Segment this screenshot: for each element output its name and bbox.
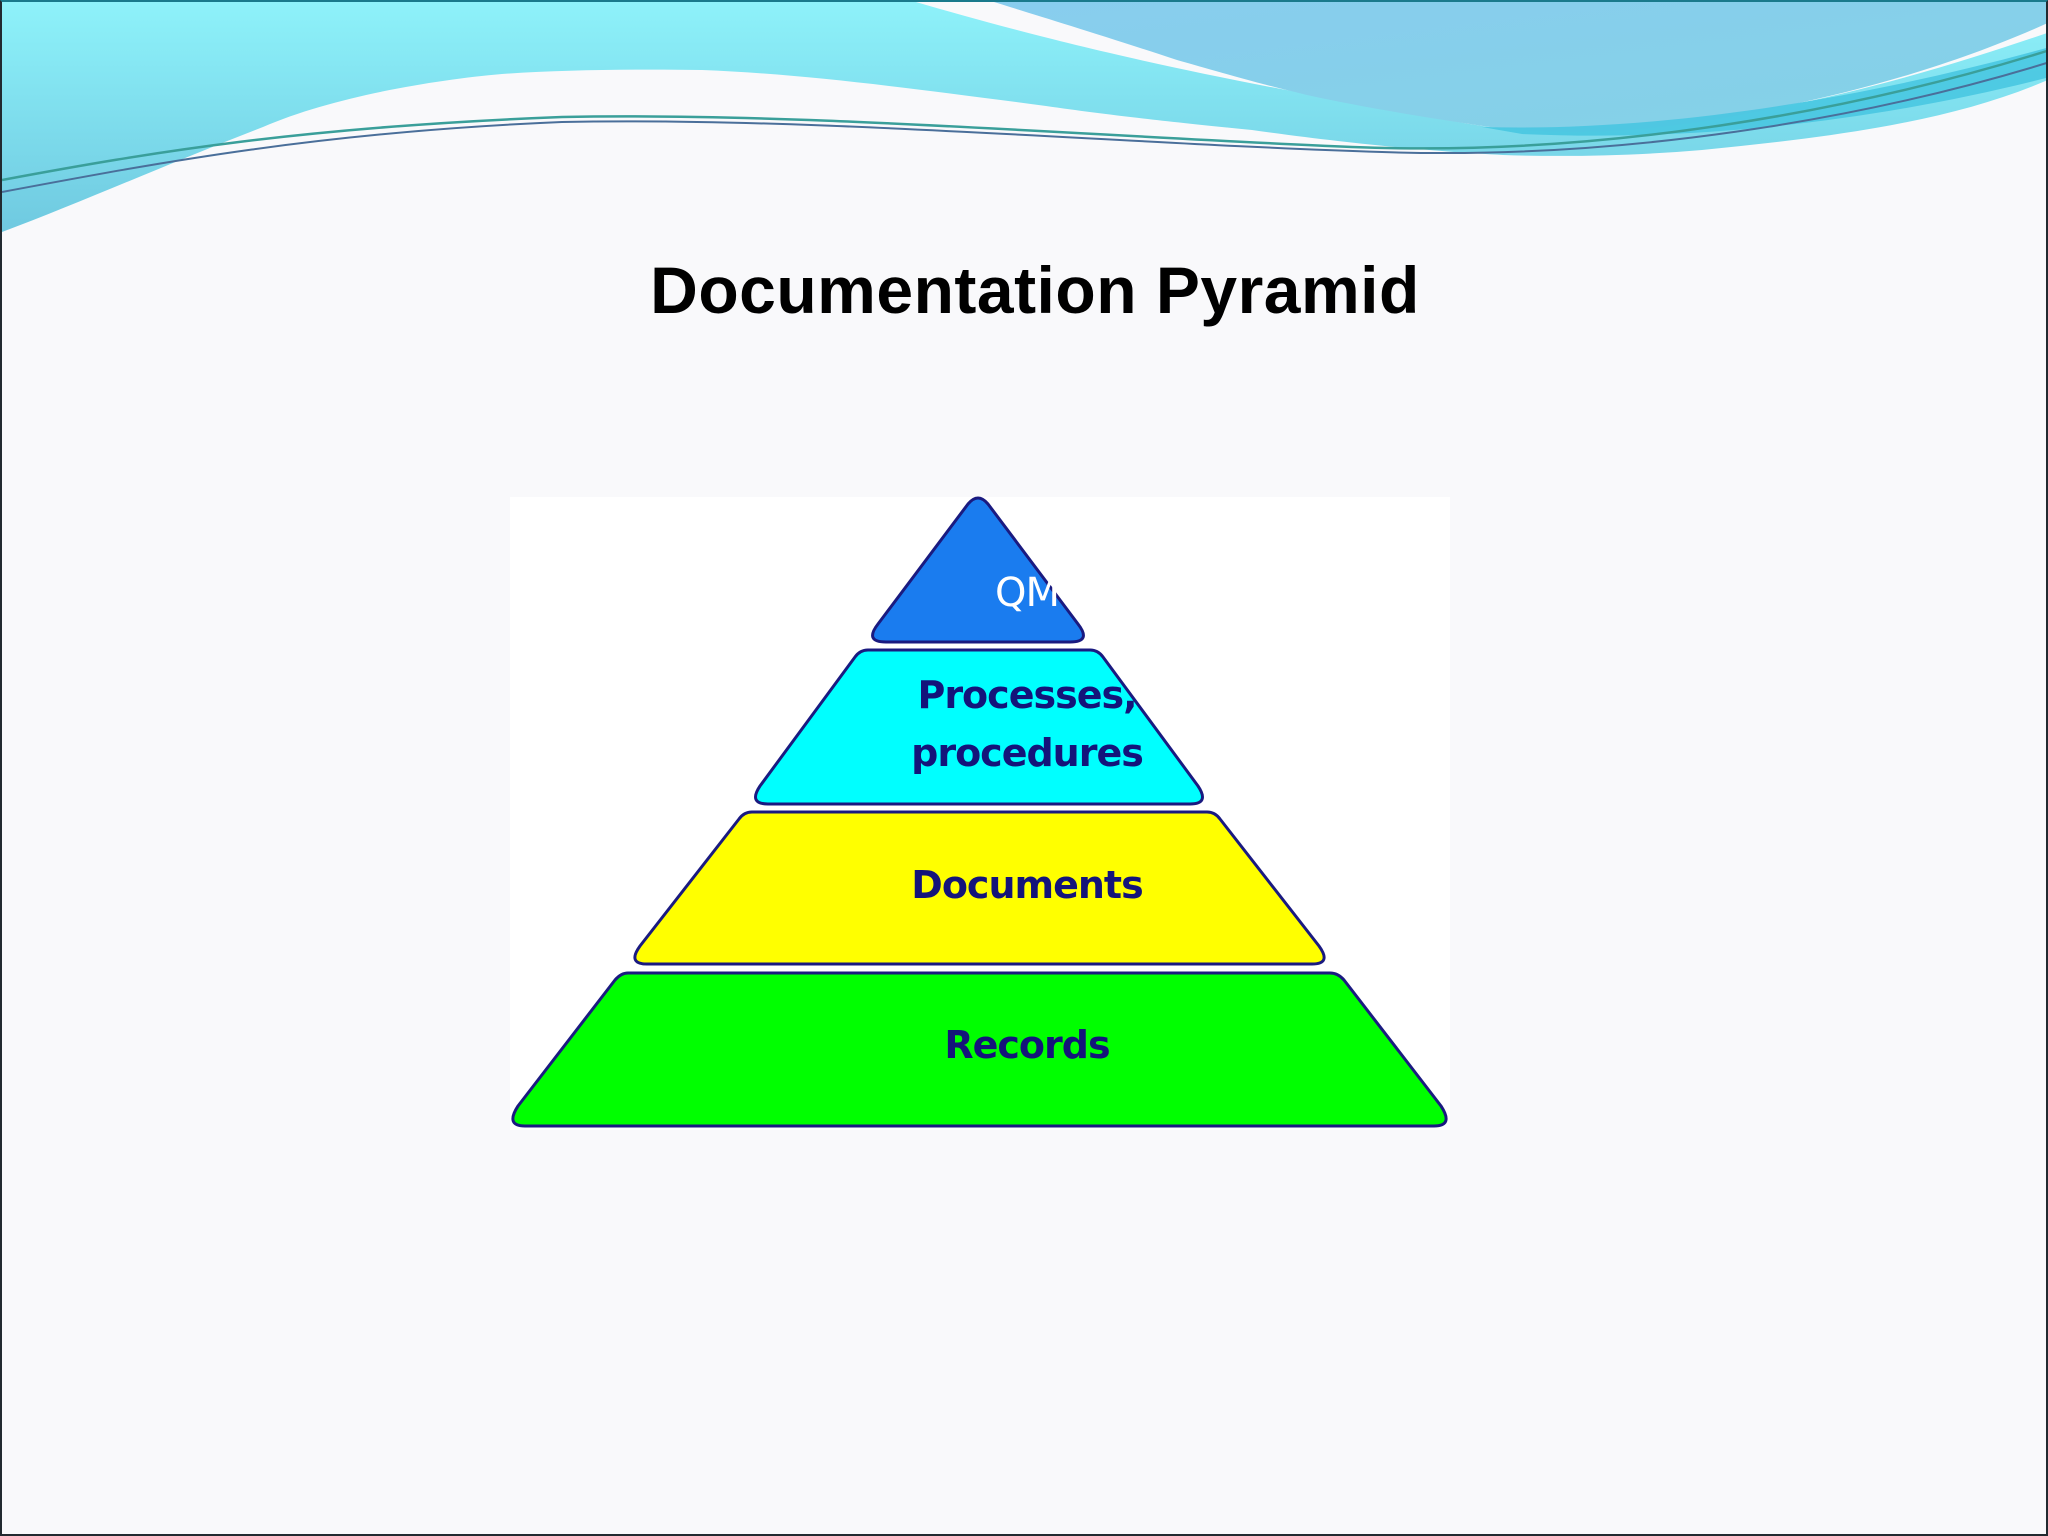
tier-label-processes: Processes, procedures [2,666,2046,782]
pyramid-tier-processes [754,648,1204,806]
pyramid-tier-records [511,971,1448,1128]
tier-label-records: Records [944,1023,1110,1067]
header-wave-decoration [2,2,2046,232]
slide-title: Documentation Pyramid [650,253,1420,327]
tier-label-qm: QM [995,570,1060,616]
tier-label-processes-line1: Processes, [917,673,1137,717]
pyramid-tier-documents [633,810,1326,966]
pyramid-tier-qm [871,496,1085,644]
tier-label-processes-line2: procedures [911,731,1144,775]
tier-label-documents: Documents [911,863,1143,907]
